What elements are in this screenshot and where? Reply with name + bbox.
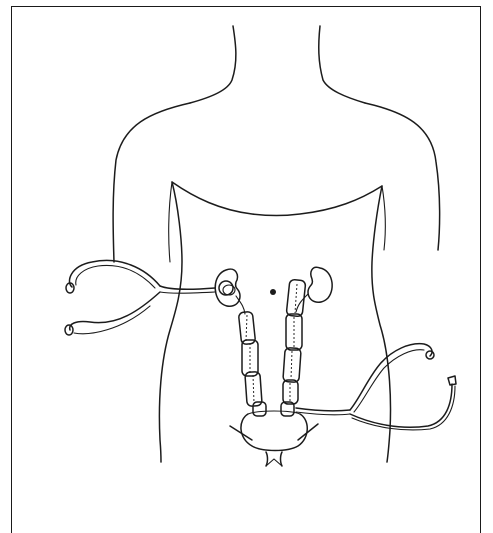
right-kidney-icon: [308, 267, 332, 302]
right-ureter-icon: [281, 279, 308, 416]
left-arm-inner: [169, 182, 172, 262]
left-stethoscope-icon: [65, 260, 233, 335]
neck-right-line: [319, 26, 365, 103]
right-arm-outer: [365, 103, 440, 250]
left-arm-outer: [113, 103, 190, 262]
chest-line: [172, 182, 382, 216]
bladder-icon: [230, 411, 318, 466]
neck-left-line: [190, 26, 236, 103]
torso-outline: [113, 26, 440, 462]
right-arm-inner: [382, 186, 385, 250]
right-stethoscope-icon: [296, 344, 456, 430]
left-side-line: [159, 182, 182, 462]
left-ureter-icon: [236, 296, 266, 416]
navel-dot-icon: [270, 289, 276, 295]
right-side-line: [372, 186, 391, 462]
